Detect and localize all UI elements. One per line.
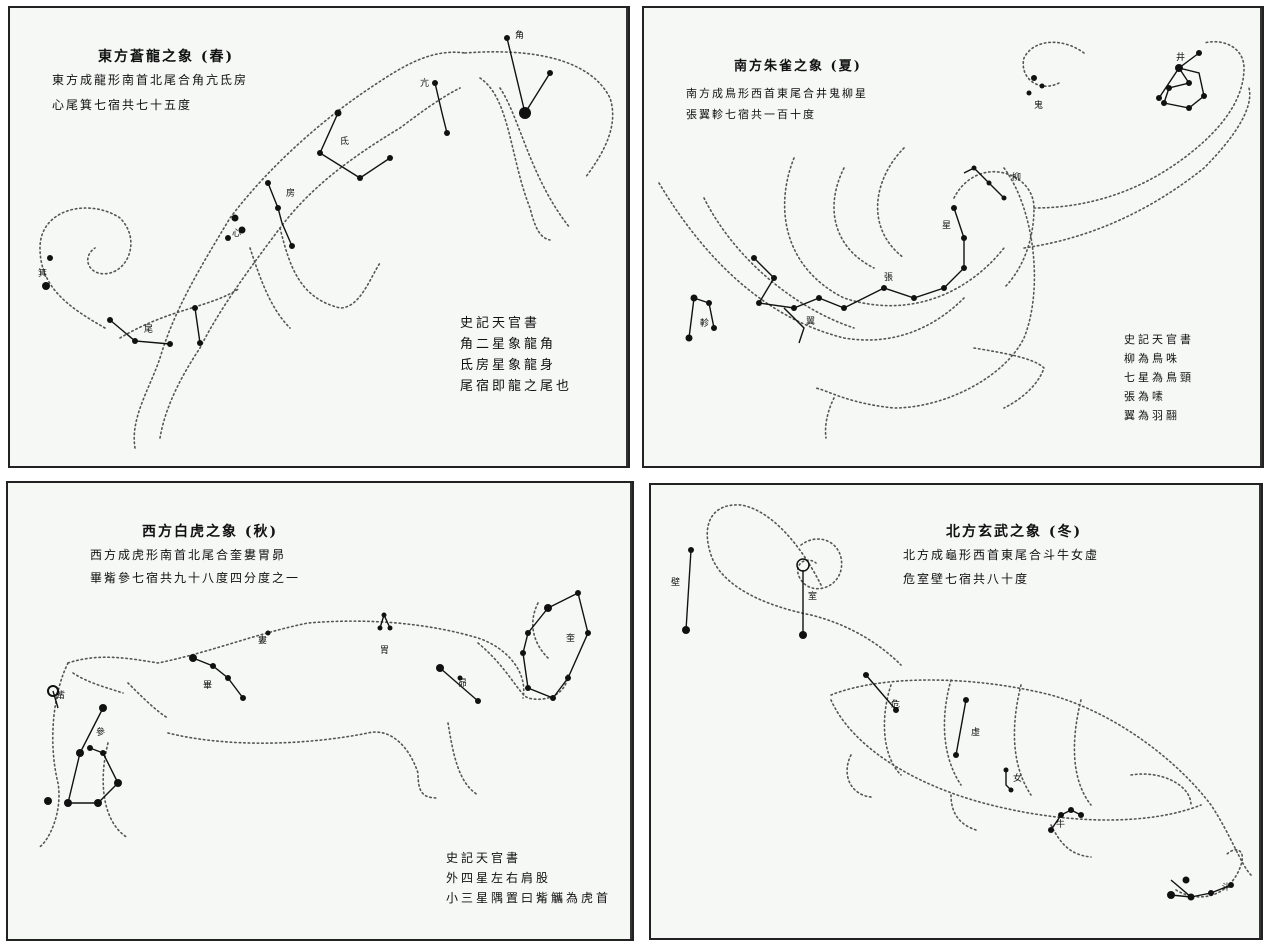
label-jiao: 角 bbox=[515, 29, 524, 41]
label-zi: 觜 bbox=[56, 689, 65, 701]
label-kui: 奎 bbox=[566, 632, 575, 644]
tortoise-constellation-drawing: 斗 牛 女 虛 危 室 壁 bbox=[671, 504, 1252, 901]
title-text: 西方白虎之象 bbox=[142, 524, 238, 540]
bird-constellation-drawing: 井 鬼 柳 星 張 翼 軫 bbox=[658, 41, 1251, 439]
desc-line-2: 張翼軫七宿共一百十度 bbox=[686, 108, 816, 121]
quote-line-3: 氐房星象龍身 bbox=[460, 358, 557, 373]
quote-line-5: 翼為羽翮 bbox=[1124, 409, 1180, 422]
label-xu: 虛 bbox=[971, 726, 980, 738]
dragon-outline bbox=[39, 51, 614, 449]
quote-line-3: 小三星隅置曰觜觿為虎首 bbox=[446, 891, 612, 905]
panel-title: 東方蒼龍之象 (春) bbox=[98, 46, 234, 66]
panel-east-azure-dragon: 東方蒼龍之象 (春) 東方成龍形南首北尾合角亢氐房 心尾箕七宿共七十五度 史記天… bbox=[8, 6, 630, 468]
label-gui: 鬼 bbox=[1034, 99, 1043, 111]
label-jing: 井 bbox=[1176, 51, 1185, 63]
tiger-constellation-drawing: 奎 婁 胃 昴 畢 觜 參 bbox=[37, 590, 591, 849]
quote-line-4: 尾宿即龍之尾也 bbox=[460, 379, 573, 394]
panel-north-black-tortoise: 北方玄武之象 (冬) 北方成龜形西首東尾合斗牛女虛 危室壁七宿共八十度 bbox=[649, 483, 1263, 940]
label-niu: 牛 bbox=[1056, 818, 1065, 830]
panel-title: 西方白虎之象 (秋) bbox=[142, 521, 278, 541]
quote-line-4: 張為嗉 bbox=[1124, 390, 1166, 403]
season-text: (秋) bbox=[244, 524, 279, 540]
panel-shadow bbox=[1260, 8, 1262, 466]
tiger-outline bbox=[37, 602, 569, 849]
bird-mansion-labels: 井 鬼 柳 星 張 翼 軫 bbox=[700, 51, 1185, 329]
desc-line-1: 北方成龜形西首東尾合斗牛女虛 bbox=[903, 548, 1100, 562]
quote-block: 史記天官書 角二星象龍角 氐房星象龍身 尾宿即龍之尾也 bbox=[460, 313, 572, 397]
season-text: (冬) bbox=[1048, 524, 1083, 540]
label-shi: 室 bbox=[808, 590, 817, 602]
label-mao: 昴 bbox=[458, 678, 467, 689]
label-lou: 婁 bbox=[258, 634, 267, 646]
label-wei-stomach: 胃 bbox=[380, 645, 389, 656]
panel-shadow bbox=[626, 8, 628, 466]
dragon-constellation-drawing: 角 亢 氐 房 心 尾 箕 bbox=[38, 29, 614, 449]
quote-line-2: 角二星象龍角 bbox=[460, 337, 557, 352]
title-text: 北方玄武之象 bbox=[946, 524, 1042, 540]
desc-line-2: 畢觜參七宿共九十八度四分度之一 bbox=[90, 571, 301, 585]
tortoise-stars bbox=[682, 547, 1234, 901]
title-text: 南方朱雀之象 bbox=[734, 59, 825, 74]
title-text: 東方蒼龍之象 bbox=[98, 49, 194, 65]
label-xin: 心 bbox=[232, 228, 241, 239]
label-zhang: 張 bbox=[884, 272, 893, 283]
quote-line-2: 柳為鳥咮 bbox=[1124, 352, 1180, 365]
bird-stars bbox=[685, 50, 1207, 342]
label-zhen: 軫 bbox=[700, 317, 709, 329]
panel-shadow bbox=[1259, 485, 1261, 938]
quote-line-3: 七星為鳥頸 bbox=[1124, 371, 1194, 384]
quote-line-1: 史記天官書 bbox=[1124, 333, 1194, 346]
panel-title: 北方玄武之象 (冬) bbox=[946, 521, 1082, 541]
label-bi: 畢 bbox=[203, 680, 212, 691]
season-text: (春) bbox=[200, 49, 235, 65]
quote-line-2: 外四星左右肩股 bbox=[446, 871, 552, 885]
label-dou: 斗 bbox=[1221, 882, 1230, 893]
quote-line-1: 史記天官書 bbox=[446, 851, 522, 865]
label-wei-danger: 危 bbox=[891, 698, 900, 710]
label-liu: 柳 bbox=[1012, 171, 1021, 183]
label-ji: 箕 bbox=[38, 267, 47, 279]
desc-line-1: 東方成龍形南首北尾合角亢氐房 bbox=[52, 73, 249, 87]
label-nu: 女 bbox=[1013, 772, 1022, 784]
label-xing: 星 bbox=[942, 220, 951, 231]
quote-line-1: 史記天官書 bbox=[460, 316, 541, 331]
label-kang: 亢 bbox=[420, 77, 429, 89]
quote-block: 史記天官書 柳為鳥咮 七星為鳥頸 張為嗉 翼為羽翮 bbox=[1124, 330, 1194, 425]
tortoise-outline bbox=[706, 504, 1252, 898]
tiger-stars bbox=[44, 590, 591, 807]
panel-west-white-tiger: 西方白虎之象 (秋) 西方成虎形南首北尾合奎婁胃昴 畢觜參七宿共九十八度四分度之… bbox=[6, 481, 634, 941]
bird-star-lines bbox=[688, 52, 1205, 344]
label-yi: 翼 bbox=[806, 316, 815, 327]
quote-block: 史記天官書 外四星左右肩股 小三星隅置曰觜觿為虎首 bbox=[446, 848, 611, 908]
label-di: 氐 bbox=[340, 136, 349, 147]
desc-line-1: 南方成鳥形西首東尾合井鬼柳星 bbox=[686, 87, 868, 100]
tiger-mansion-labels: 奎 婁 胃 昴 畢 觜 參 bbox=[56, 632, 575, 738]
tortoise-star-lines bbox=[685, 549, 1232, 898]
dragon-mansion-labels: 角 亢 氐 房 心 尾 箕 bbox=[38, 29, 524, 335]
panel-south-vermilion-bird: 南方朱雀之象 (夏) 南方成鳥形西首東尾合井鬼柳星 張翼軫七宿共一百十度 史記天… bbox=[642, 6, 1264, 468]
desc-line-2: 危室壁七宿共八十度 bbox=[903, 572, 1030, 586]
label-wei: 尾 bbox=[144, 324, 153, 335]
dragon-star-lines bbox=[109, 37, 551, 345]
dragon-stars bbox=[42, 35, 553, 347]
label-shen: 參 bbox=[96, 726, 105, 738]
panel-title: 南方朱雀之象 (夏) bbox=[734, 55, 862, 74]
tortoise-mansion-labels: 斗 牛 女 虛 危 室 壁 bbox=[671, 576, 1230, 893]
tiger-star-lines bbox=[52, 591, 589, 804]
label-fang: 房 bbox=[286, 187, 295, 199]
season-text: (夏) bbox=[830, 59, 862, 74]
desc-line-1: 西方成虎形南首北尾合奎婁胃昴 bbox=[90, 548, 287, 562]
panel-shadow bbox=[630, 483, 632, 939]
bird-outline bbox=[658, 41, 1251, 439]
desc-line-2: 心尾箕七宿共七十五度 bbox=[52, 98, 193, 112]
label-bi-wall: 壁 bbox=[671, 576, 680, 588]
